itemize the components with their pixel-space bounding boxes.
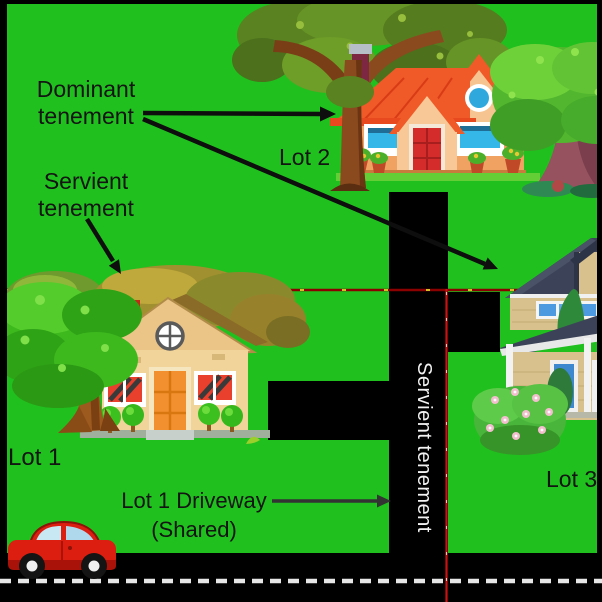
dominant-arrow-to-lot2 [142,106,336,122]
servient-arrow-to-lot1 [85,217,121,274]
lot2-house [330,44,540,181]
car [8,520,116,579]
driveway-strip-label: Servient tenement [413,362,435,533]
driveway-strip [268,192,500,602]
lot1-label: Lot 1 [8,444,62,471]
driveway-shared-line1: Lot 1 Driveway [121,488,267,513]
lot3-label: Lot 3 [546,466,598,492]
lot3-flower-bush [472,384,568,455]
servient-callout-line2: tenement [38,195,134,221]
servient-tenement-callout-label: Servient tenement [20,168,152,222]
lot2-tree-left-trunk [326,60,374,191]
dominant-tenement-line2: tenement [38,103,134,129]
frame-border [0,0,602,553]
dominant-arrow-to-lot3 [142,116,498,270]
lot2-tree-right [490,42,602,198]
driveway-arrow [272,494,391,508]
lot1-tree [0,282,260,444]
driveway-shared-line2: (Shared) [151,517,237,542]
servient-callout-line1: Servient [43,168,129,194]
lot2-label: Lot 2 [279,144,331,170]
dominant-tenement-line1: Dominant [36,76,136,102]
driveway-shared-label: Lot 1 Driveway (Shared) [106,486,282,544]
dominant-tenement-label: Dominant tenement [20,76,152,130]
